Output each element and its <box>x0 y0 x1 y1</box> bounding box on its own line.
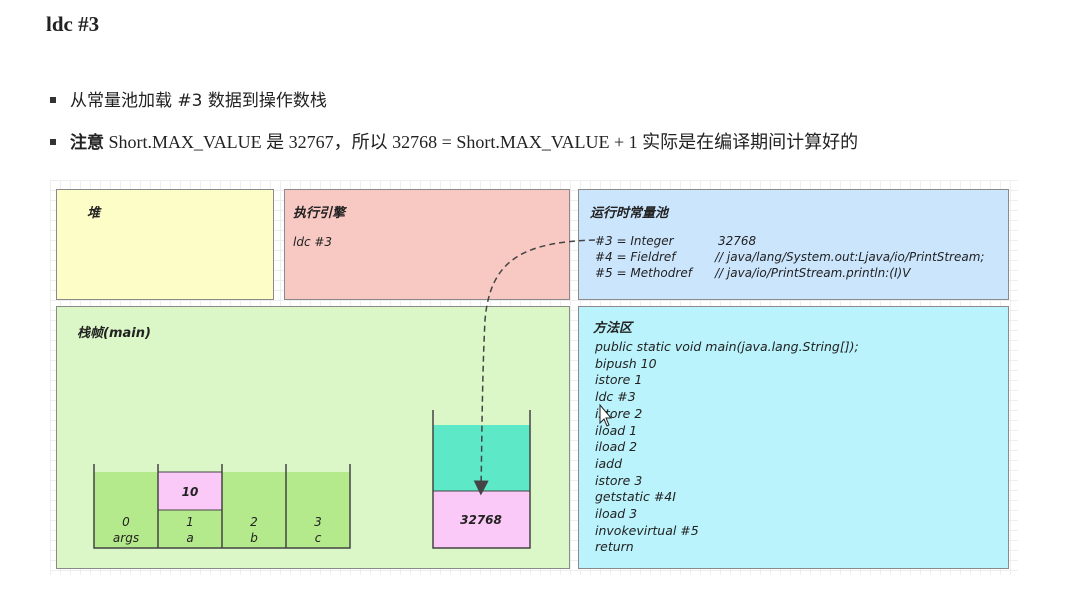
cursor-icon <box>599 403 613 427</box>
method-area-box: 方法区 public static void main(java.lang.St… <box>578 306 1009 569</box>
bytecode-list: public static void main(java.lang.String… <box>595 339 859 556</box>
engine-instruction: ldc #3 <box>293 235 333 249</box>
bullet-note: 注意 Short.MAX_VALUE 是 32767，所以 32768 = Sh… <box>50 130 858 154</box>
load-arrow <box>473 239 596 496</box>
local-index-1: 1 <box>186 515 194 529</box>
pool-entry-index: #4 = Fieldref <box>595 250 676 264</box>
local-name-2: b <box>250 531 258 545</box>
pool-entry-value: // java/io/PrintStream.println:(I)V <box>715 266 911 280</box>
local-slot-3 <box>286 472 350 548</box>
bullet-list: 从常量池加载 #3 数据到操作数栈 注意 Short.MAX_VALUE 是 3… <box>50 88 858 172</box>
note-label: 注意 <box>70 133 104 153</box>
frame-title: 栈帧(main) <box>77 326 151 341</box>
heap-title: 堆 <box>87 206 101 221</box>
bytecode-line: getstatic #4I <box>595 489 676 505</box>
bytecode-line: return <box>595 539 634 555</box>
local-name-3: c <box>315 531 322 545</box>
execution-engine-box: 执行引擎 ldc #3 <box>284 189 570 300</box>
local-name-0: args <box>113 531 139 545</box>
local-index-0: 0 <box>122 515 130 529</box>
pool-title: 运行时常量池 <box>590 206 669 221</box>
bytecode-line: iload 3 <box>595 506 638 522</box>
bytecode-line: public static void main(java.lang.String… <box>595 339 859 354</box>
bytecode-line: iadd <box>595 455 623 471</box>
method-area-title: 方法区 <box>593 321 633 336</box>
bytecode-line: bipush 10 <box>595 355 657 371</box>
bullet-load-constant: 从常量池加载 #3 数据到操作数栈 <box>50 88 858 112</box>
local-table-outline <box>93 464 351 549</box>
pool-entry-value: // java/lang/System.out:Ljava/io/PrintSt… <box>715 250 985 264</box>
local-variable-table: 10 0 args 1 a 2 b 3 c <box>93 464 351 549</box>
bullet-text: Short.MAX_VALUE 是 32767，所以 32768 = Short… <box>104 132 859 152</box>
pool-entry-value: 32768 <box>718 234 757 248</box>
operand-stack-top <box>433 491 530 548</box>
local-value-a: 10 <box>182 485 199 499</box>
bullet-text: 从常量池加载 #3 数据到操作数栈 <box>70 91 327 111</box>
bullet-dot-icon <box>50 97 56 103</box>
bullet-dot-icon <box>50 139 56 145</box>
local-index-2: 2 <box>250 515 258 529</box>
pool-entry-index: #5 = Methodref <box>595 266 692 280</box>
runtime-constant-pool-box: 运行时常量池 #3 = Integer 32768 #4 = Fieldref … <box>578 189 1009 300</box>
heap-box: 堆 <box>56 189 274 300</box>
page-title: ldc #3 <box>46 12 100 36</box>
pool-entry-index: #3 = Integer <box>595 234 674 248</box>
local-slot-2 <box>222 472 286 548</box>
local-index-3: 3 <box>314 515 322 529</box>
bytecode-line: iload 2 <box>595 439 638 455</box>
bytecode-line: iload 1 <box>595 422 638 438</box>
operand-value: 32768 <box>460 513 502 527</box>
local-slot-1-lower <box>158 510 222 548</box>
bytecode-line: istore 3 <box>595 472 643 488</box>
local-slot-0 <box>94 472 158 548</box>
bytecode-line: invokevirtual #5 <box>595 522 699 538</box>
operand-stack-outline <box>432 410 531 549</box>
local-name-1: a <box>186 531 193 545</box>
bytecode-line: istore 1 <box>595 372 643 388</box>
engine-title: 执行引擎 <box>293 206 346 221</box>
bytecode-line: ldc #3 <box>595 389 636 405</box>
